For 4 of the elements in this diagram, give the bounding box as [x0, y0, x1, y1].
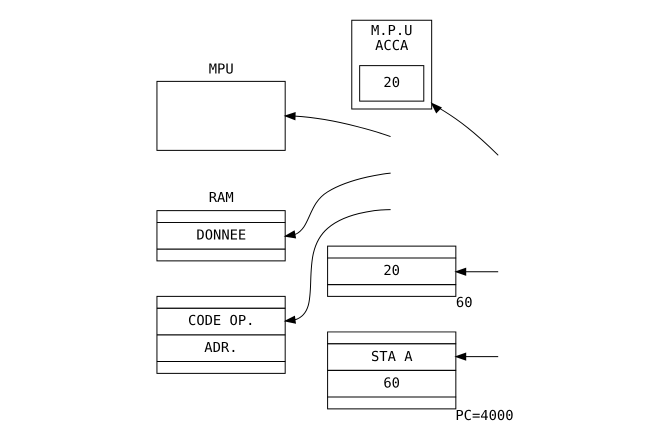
node-label: RAM	[208, 190, 234, 206]
node-label: MPU	[208, 62, 234, 78]
node-label: PC=4000	[454, 408, 514, 424]
node-label: 60	[455, 294, 472, 311]
